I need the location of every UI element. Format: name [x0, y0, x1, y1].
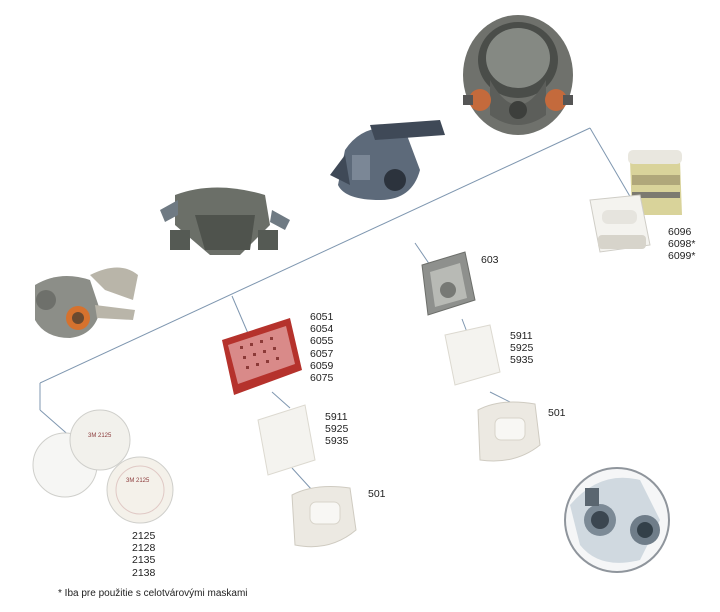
retainer-cartridge: [291, 486, 357, 548]
footnote: * Iba pre použitie s celotvárovými maska…: [58, 588, 248, 599]
label-gas-cartridges: 6051 6054 6055 6057 6059 6075: [310, 311, 333, 384]
label-cartridge-retainer: 501: [368, 488, 386, 500]
retainer-adapter: [477, 401, 541, 462]
label-line: 6098*: [668, 238, 696, 251]
bayonet-adapter-603: [421, 251, 476, 316]
half-mask-7500: [330, 120, 445, 200]
half-mask-6200: [35, 267, 138, 338]
label-line: 6057: [310, 347, 334, 360]
filter-disc-text: 3M 2125: [88, 433, 112, 439]
label-line: 5925: [325, 423, 349, 436]
filter-pad-cartridge: [257, 404, 316, 476]
label-line: 6055: [310, 335, 334, 348]
label-line: 6075: [310, 372, 334, 385]
label-line: 5911: [510, 330, 533, 342]
particulate-filter-discs: [32, 409, 174, 524]
label-line: 501: [368, 488, 386, 500]
half-mask-6000: [160, 187, 290, 255]
full-face-mask: [463, 15, 573, 135]
label-cartridge-filters: 5911 5925 5935: [325, 411, 348, 448]
label-line: 6096: [668, 226, 692, 238]
combination-cartridges: [589, 150, 682, 253]
label-adapter-filters: 5911 5925 5935: [510, 330, 533, 367]
label-line: 5935: [325, 435, 349, 448]
label-line: 6099*: [668, 250, 696, 263]
label-bayonet-adapter: 603: [481, 254, 499, 266]
label-line: 5925: [510, 342, 534, 355]
label-line: 2138: [132, 566, 156, 579]
filter-disc-text: 3M 2125: [126, 478, 150, 484]
label-line: 2135: [132, 554, 156, 567]
label-particulate-filters: 2125 2128 2135 2138: [132, 530, 155, 579]
label-full-face-cartridges: 6096 6098* 6099*: [668, 226, 695, 263]
label-line: 5911: [325, 411, 348, 423]
filter-pad-adapter: [444, 324, 501, 386]
label-line: 2128: [132, 542, 156, 555]
inset-detail-illustration: [564, 467, 670, 573]
label-line: 6059: [310, 359, 334, 372]
label-line: 6051: [310, 311, 334, 323]
label-line: 603: [481, 254, 499, 266]
label-line: 501: [548, 407, 566, 419]
label-adapter-retainer: 501: [548, 407, 566, 419]
label-line: 2125: [132, 530, 156, 542]
label-line: 6054: [310, 323, 334, 336]
gas-vapour-cartridge: [222, 318, 302, 395]
label-line: 5935: [510, 354, 534, 367]
